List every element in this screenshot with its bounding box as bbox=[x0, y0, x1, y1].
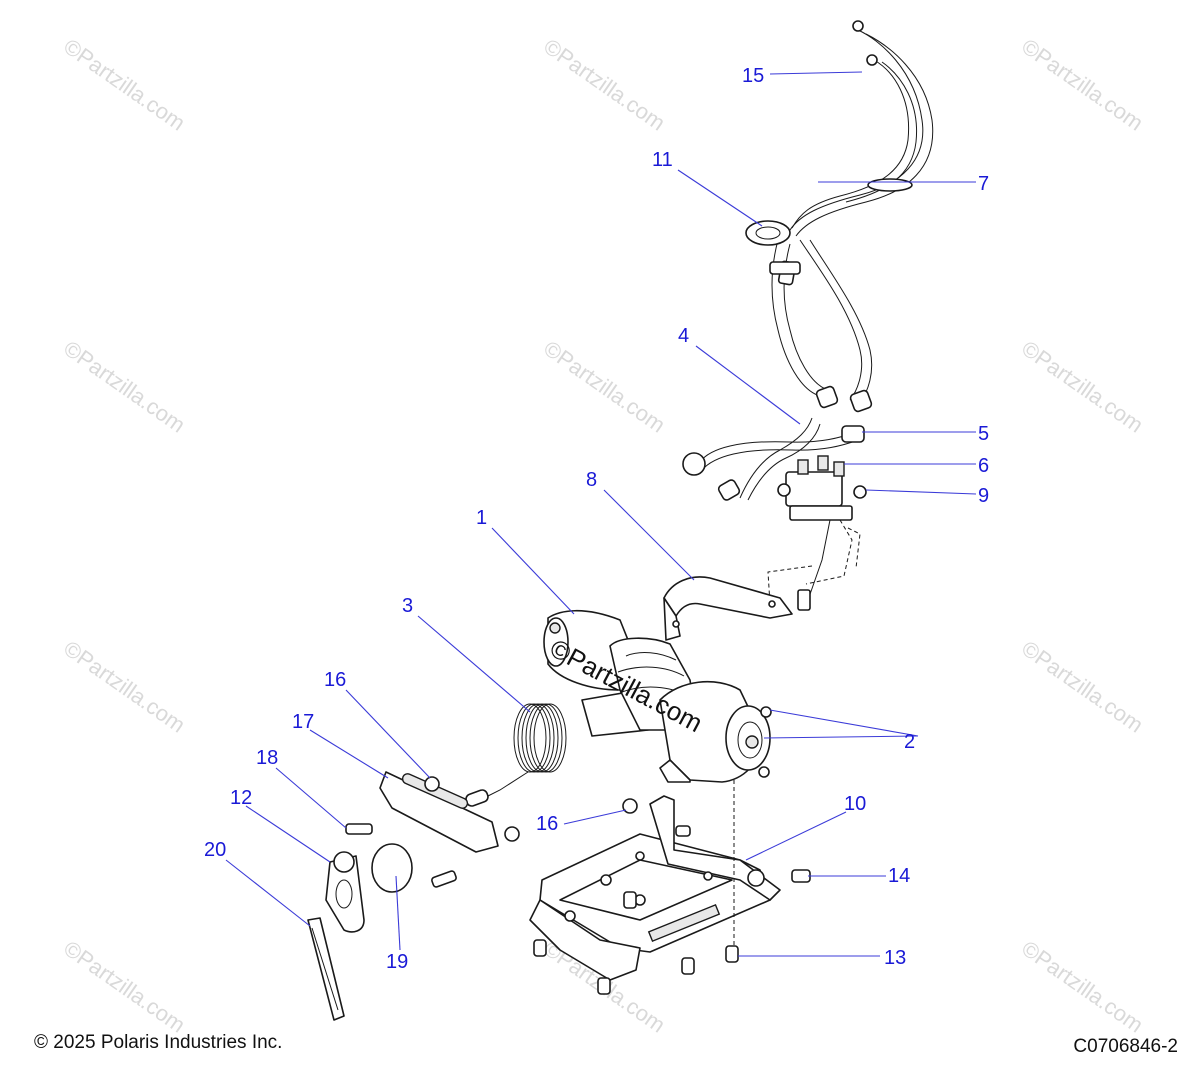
callout-16b[interactable]: 16 bbox=[536, 813, 558, 835]
callout-4[interactable]: 4 bbox=[678, 325, 689, 347]
figure-code: C0706846-2 bbox=[1073, 1036, 1178, 1057]
callout-1[interactable]: 1 bbox=[476, 507, 487, 529]
callout-9[interactable]: 9 bbox=[978, 485, 989, 507]
copyright-notice: © 2025 Polaris Industries Inc. bbox=[34, 1032, 283, 1053]
callout-11[interactable]: 11 bbox=[652, 149, 673, 171]
watermark: ©Partzilla.com bbox=[539, 34, 670, 136]
hook-stopper-part bbox=[371, 843, 413, 893]
mounting-plate-part bbox=[529, 795, 781, 981]
callout-2[interactable]: 2 bbox=[904, 731, 915, 753]
watermark: ©Partzilla.com bbox=[1017, 936, 1148, 1038]
hook-part bbox=[325, 851, 365, 933]
watermark: ©Partzilla.com bbox=[59, 936, 190, 1038]
solenoid-leads bbox=[767, 519, 861, 611]
watermark: ©Partzilla.com bbox=[1017, 636, 1148, 738]
solenoid-part bbox=[785, 455, 853, 521]
watermark: ©Partzilla.com bbox=[59, 336, 190, 438]
callout-16a[interactable]: 16 bbox=[324, 669, 346, 691]
callout-17[interactable]: 17 bbox=[292, 711, 314, 733]
callout-12[interactable]: 12 bbox=[230, 787, 252, 809]
callout-13[interactable]: 13 bbox=[884, 947, 906, 969]
leader-lines bbox=[225, 71, 977, 957]
callout-15[interactable]: 15 bbox=[742, 65, 764, 87]
watermark: ©Partzilla.com bbox=[539, 336, 670, 438]
callout-20[interactable]: 20 bbox=[204, 839, 226, 861]
mount-bolts-part bbox=[533, 825, 811, 995]
callout-18[interactable]: 18 bbox=[256, 747, 278, 769]
harness-cable-part bbox=[771, 20, 934, 413]
watermark: ©Partzilla.com bbox=[59, 34, 190, 136]
hook-strap-part bbox=[307, 917, 345, 1021]
winch-assembly-part bbox=[543, 609, 772, 783]
callout-19[interactable]: 19 bbox=[386, 951, 408, 973]
nut-part bbox=[424, 776, 638, 842]
callout-numbers: 1 2 3 4 5 6 7 8 9 10 11 12 13 14 15 16 1… bbox=[204, 65, 989, 973]
contactor-screws-part bbox=[777, 483, 867, 499]
callout-3[interactable]: 3 bbox=[402, 595, 413, 617]
callout-5[interactable]: 5 bbox=[978, 423, 989, 445]
watermark: ©Partzilla.com bbox=[1017, 336, 1148, 438]
plate-bracket-part bbox=[663, 576, 793, 641]
watermark: ©Partzilla.com bbox=[1017, 34, 1148, 136]
callout-10[interactable]: 10 bbox=[844, 793, 866, 815]
watermark: ©Partzilla.com bbox=[59, 636, 190, 738]
wire-rope-coil-part bbox=[465, 703, 567, 807]
callout-6[interactable]: 6 bbox=[978, 455, 989, 477]
battery-cables-part bbox=[682, 417, 865, 501]
grommet-part bbox=[745, 220, 801, 275]
callout-8[interactable]: 8 bbox=[586, 469, 597, 491]
bolt-part bbox=[345, 823, 457, 888]
callout-14[interactable]: 14 bbox=[888, 865, 910, 887]
callout-7[interactable]: 7 bbox=[978, 173, 989, 195]
